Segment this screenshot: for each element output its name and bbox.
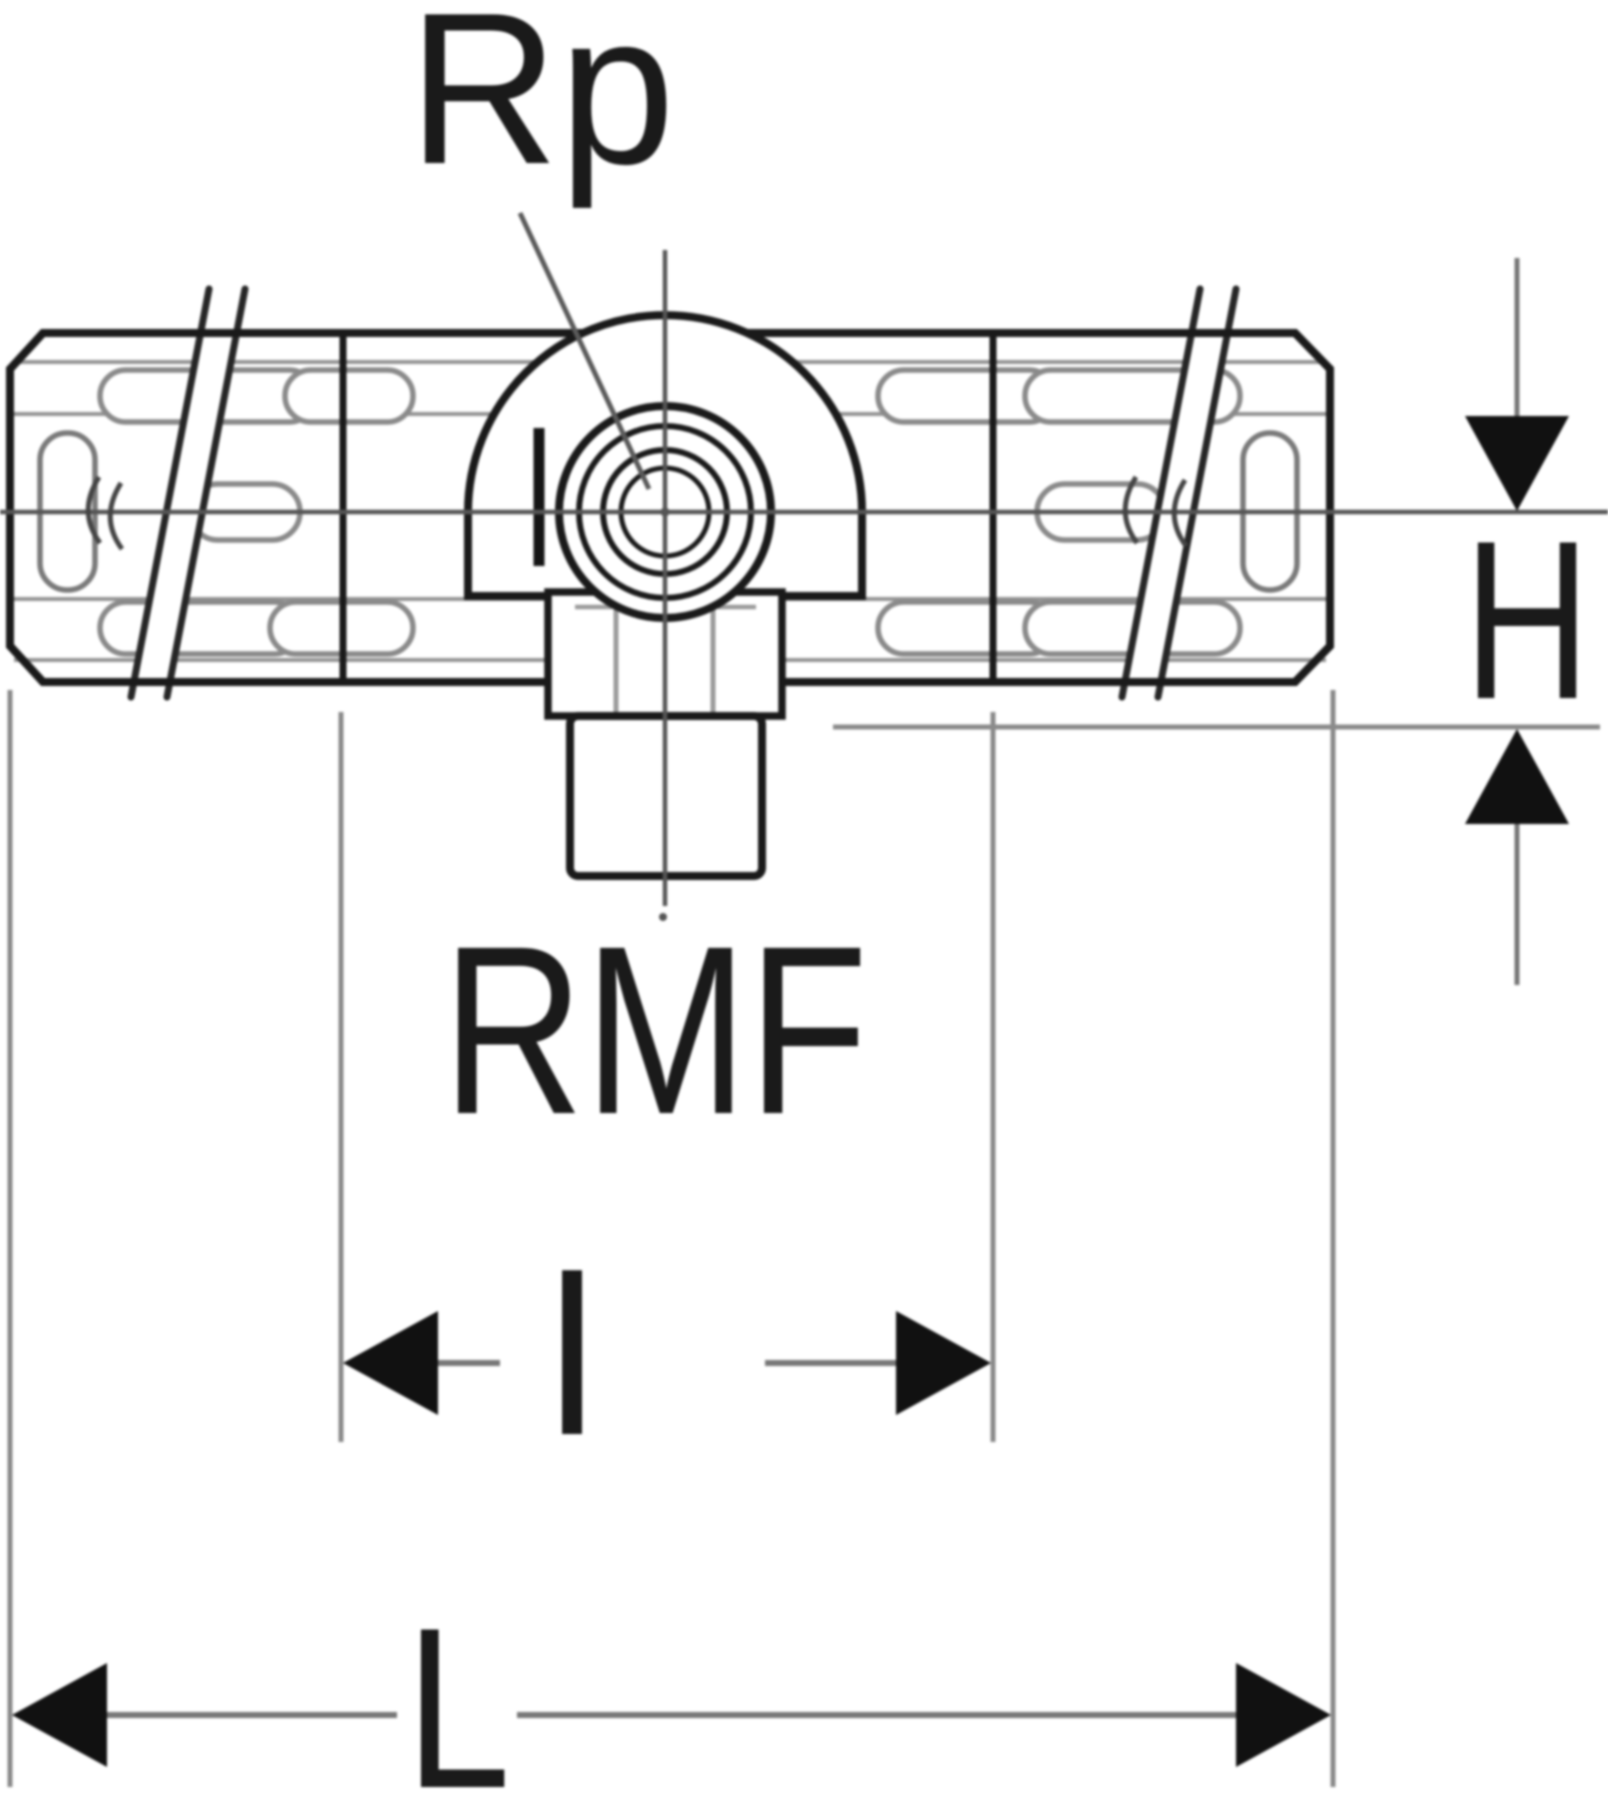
label-rmf: RMF [442, 896, 868, 1164]
break-line-icon [163, 285, 249, 701]
break-gap [132, 281, 244, 704]
rail-outline-overlay [6, 329, 1334, 686]
arrowhead-right-icon [896, 1311, 991, 1415]
dimension-l-big: L [7, 690, 1336, 1800]
label-h: H [1464, 493, 1591, 746]
dimension-l-small: l [338, 712, 996, 1482]
label-l-small: l [547, 1229, 597, 1482]
slot-hole [282, 367, 416, 425]
arrowhead-left-icon [343, 1311, 438, 1415]
break-line-icon [1154, 285, 1240, 701]
break-line-icon [1118, 285, 1204, 701]
arrowhead-right-icon [1236, 1663, 1331, 1767]
centerline-dot [659, 913, 667, 921]
arrowhead-up-icon [1465, 729, 1569, 824]
centerline-break-hook [1171, 478, 1189, 548]
arrowhead-left-icon [12, 1663, 107, 1767]
label-rp: Rp [408, 0, 675, 209]
annotation-rp: Rp [408, 0, 675, 491]
leader-line [517, 211, 652, 491]
break-line-icon [127, 285, 213, 701]
centerline-break-hook [107, 481, 125, 551]
label-l-big: L [406, 1580, 511, 1800]
centerline-break-hook [1122, 475, 1140, 545]
centerlines [0, 250, 1608, 921]
dimension-h: H [833, 258, 1600, 985]
arrowhead-down-icon [1465, 416, 1569, 511]
centerline-break-hook [85, 475, 103, 545]
